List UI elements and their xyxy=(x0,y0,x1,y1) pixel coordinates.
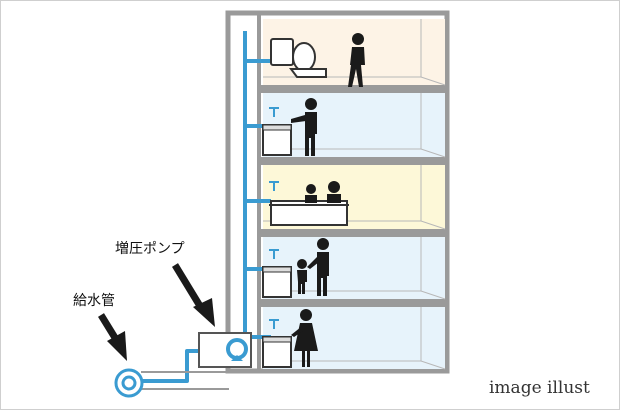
booster-pump-label: 増圧ポンプ xyxy=(115,241,185,257)
floor-4-room xyxy=(263,93,445,157)
arrow-to-pump xyxy=(172,263,215,327)
bathing-people-icon xyxy=(305,181,341,203)
water-supply-pipe-label: 給水管 xyxy=(73,293,115,309)
sink-icon xyxy=(262,124,292,156)
person-at-sink-icon xyxy=(291,98,317,156)
washbasin-icon xyxy=(262,266,292,298)
faucet-icon xyxy=(269,107,279,329)
booster-pump xyxy=(198,332,252,368)
image-caption: image illust xyxy=(489,378,590,398)
toilet-icon xyxy=(270,38,327,78)
bathtub-icon xyxy=(269,200,349,226)
water-main-pipe xyxy=(114,368,229,398)
parent-and-child-icon xyxy=(297,238,329,296)
floor-2-room xyxy=(263,237,445,299)
person-walking-icon xyxy=(348,33,365,87)
building xyxy=(225,10,450,374)
arrow-to-pipe xyxy=(98,313,127,361)
woman-at-washbasin-icon xyxy=(291,309,318,367)
floor-1-room xyxy=(263,307,445,369)
washbasin-icon-lower xyxy=(262,336,292,368)
